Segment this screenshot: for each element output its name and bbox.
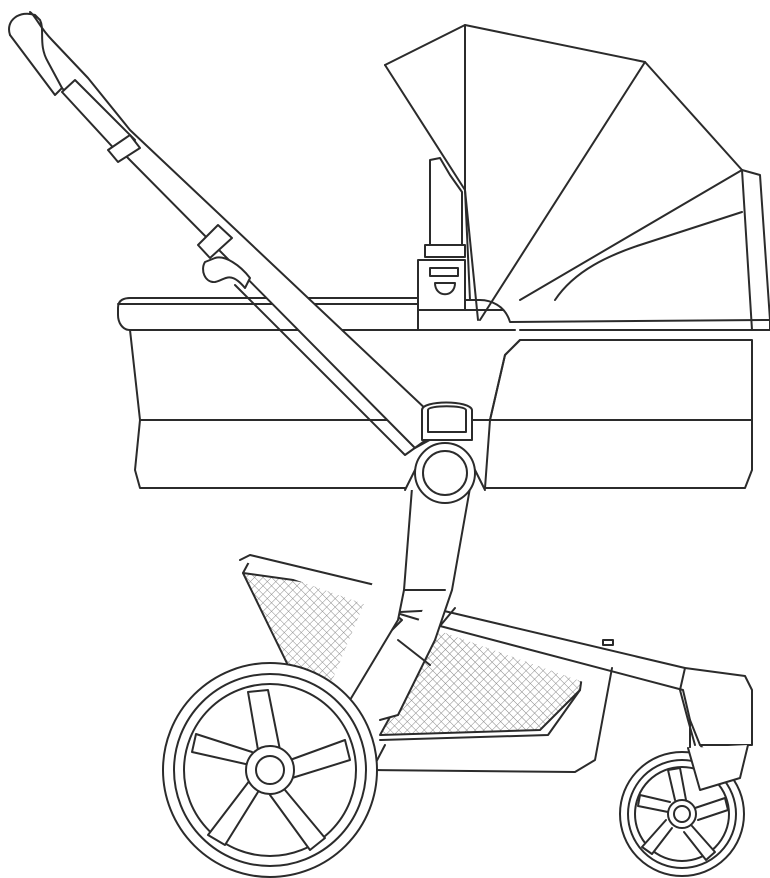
canopy [384, 24, 770, 331]
small-wheel [619, 744, 749, 877]
large-wheel [162, 662, 378, 878]
center-strut [319, 487, 471, 721]
handlebar [8, 11, 449, 456]
adapter-hub [404, 401, 486, 504]
carrycot [117, 297, 770, 489]
